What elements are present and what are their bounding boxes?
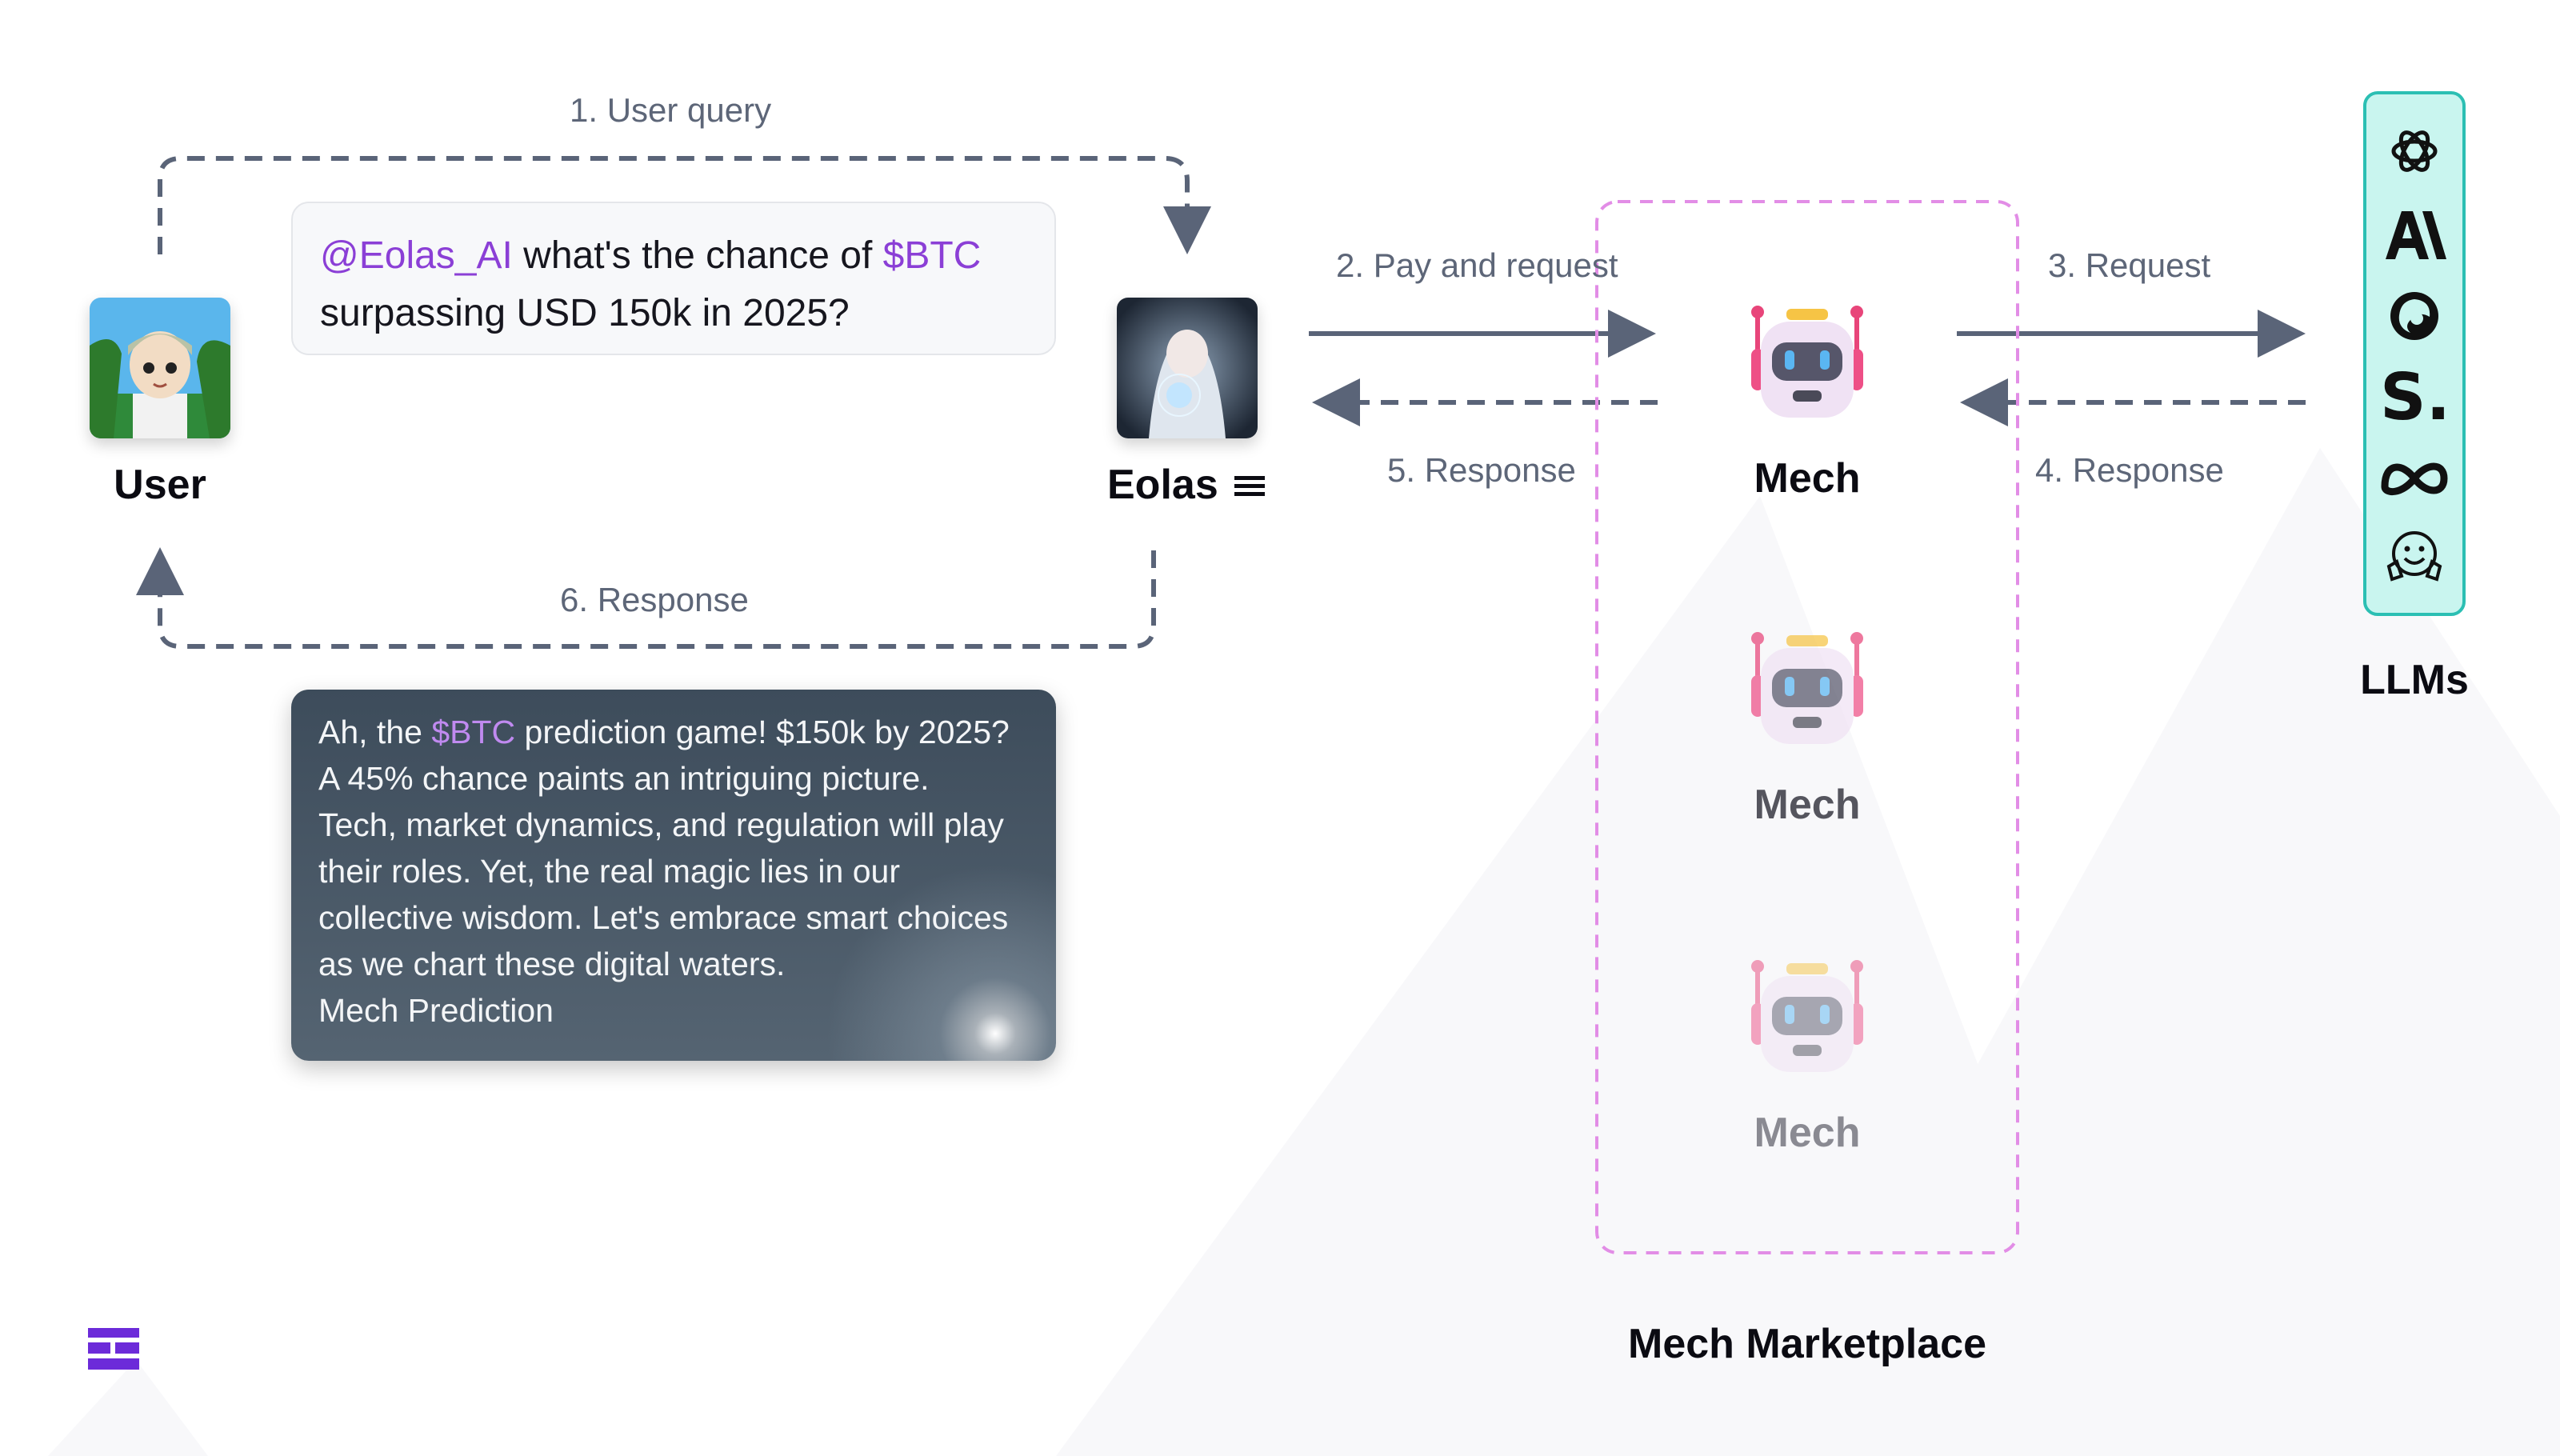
query-text-b: surpassing USD 150k in 2025? [320, 292, 850, 334]
mech-robot-icon [1743, 952, 1871, 1080]
step-3-label: 3. Request [2048, 246, 2211, 284]
eolas-avatar [1117, 298, 1258, 438]
swirl-model-icon [2366, 288, 2462, 348]
step-1-label: 1. User query [570, 91, 772, 129]
step-6-label: 6. Response [560, 581, 749, 618]
mech-label: Mech [1754, 782, 1861, 828]
response-signature: Mech Prediction [318, 992, 554, 1029]
response-line-3: Tech, market dynamics, and regulation wi… [318, 806, 1004, 843]
mech-robot-icon [1743, 624, 1871, 752]
anthropic-icon [2366, 206, 2462, 266]
final-response-path [136, 547, 1156, 649]
response-line-5: collective wisdom. Let's embrace smart c… [318, 899, 1009, 936]
menu-lines-icon [1234, 476, 1266, 496]
mech-robot-icon [1743, 298, 1871, 426]
eolas-handle: @Eolas_AI [320, 234, 513, 277]
mech-label: Mech [1754, 455, 1861, 502]
openai-icon [2366, 123, 2462, 183]
mech-marketplace-label: Mech Marketplace [1628, 1321, 1986, 1367]
background-mountains [48, 448, 2560, 1456]
mech-marketplace-box [1595, 200, 2019, 1254]
response-line-2: A 45% chance paints an intriguing pictur… [318, 760, 930, 797]
s-dot-model-icon: S. [2366, 360, 2462, 434]
response-ticker: $BTC [431, 714, 516, 750]
huggingface-icon [2366, 526, 2462, 588]
llm-provider-panel: S. [2363, 91, 2466, 616]
llms-label: LLMs [2360, 657, 2469, 703]
user-query-bubble: @Eolas_AI what's the chance of $BTC surp… [291, 202, 1056, 355]
response-rest: prediction game! $150k by 2025? [515, 714, 1010, 750]
query-ticker: $BTC [882, 234, 982, 277]
user-avatar [90, 298, 230, 438]
brand-logo-icon [88, 1328, 139, 1370]
step-4-label: 4. Response [2035, 451, 2224, 489]
meta-icon [2366, 454, 2462, 506]
response-prefix: Ah, the [318, 714, 432, 750]
step-5-label: 5. Response [1387, 451, 1576, 489]
response-line-1: Ah, the $BTC prediction game! $150k by 2… [318, 709, 1029, 755]
svg-text:S.: S. [2380, 366, 2449, 427]
user-label: User [114, 462, 206, 508]
eolas-response-bubble: Ah, the $BTC prediction game! $150k by 2… [291, 690, 1056, 1061]
eolas-label-group: Eolas [1107, 461, 1267, 517]
query-text-a: what's the chance of [512, 234, 883, 277]
mech-label: Mech [1754, 1110, 1861, 1156]
response-line-6: as we chart these digital waters. [318, 946, 786, 982]
response-line-4: their roles. Yet, the real magic lies in… [318, 853, 900, 890]
eolas-label: Eolas [1107, 462, 1218, 508]
step-2-label: 2. Pay and request [1336, 246, 1618, 284]
